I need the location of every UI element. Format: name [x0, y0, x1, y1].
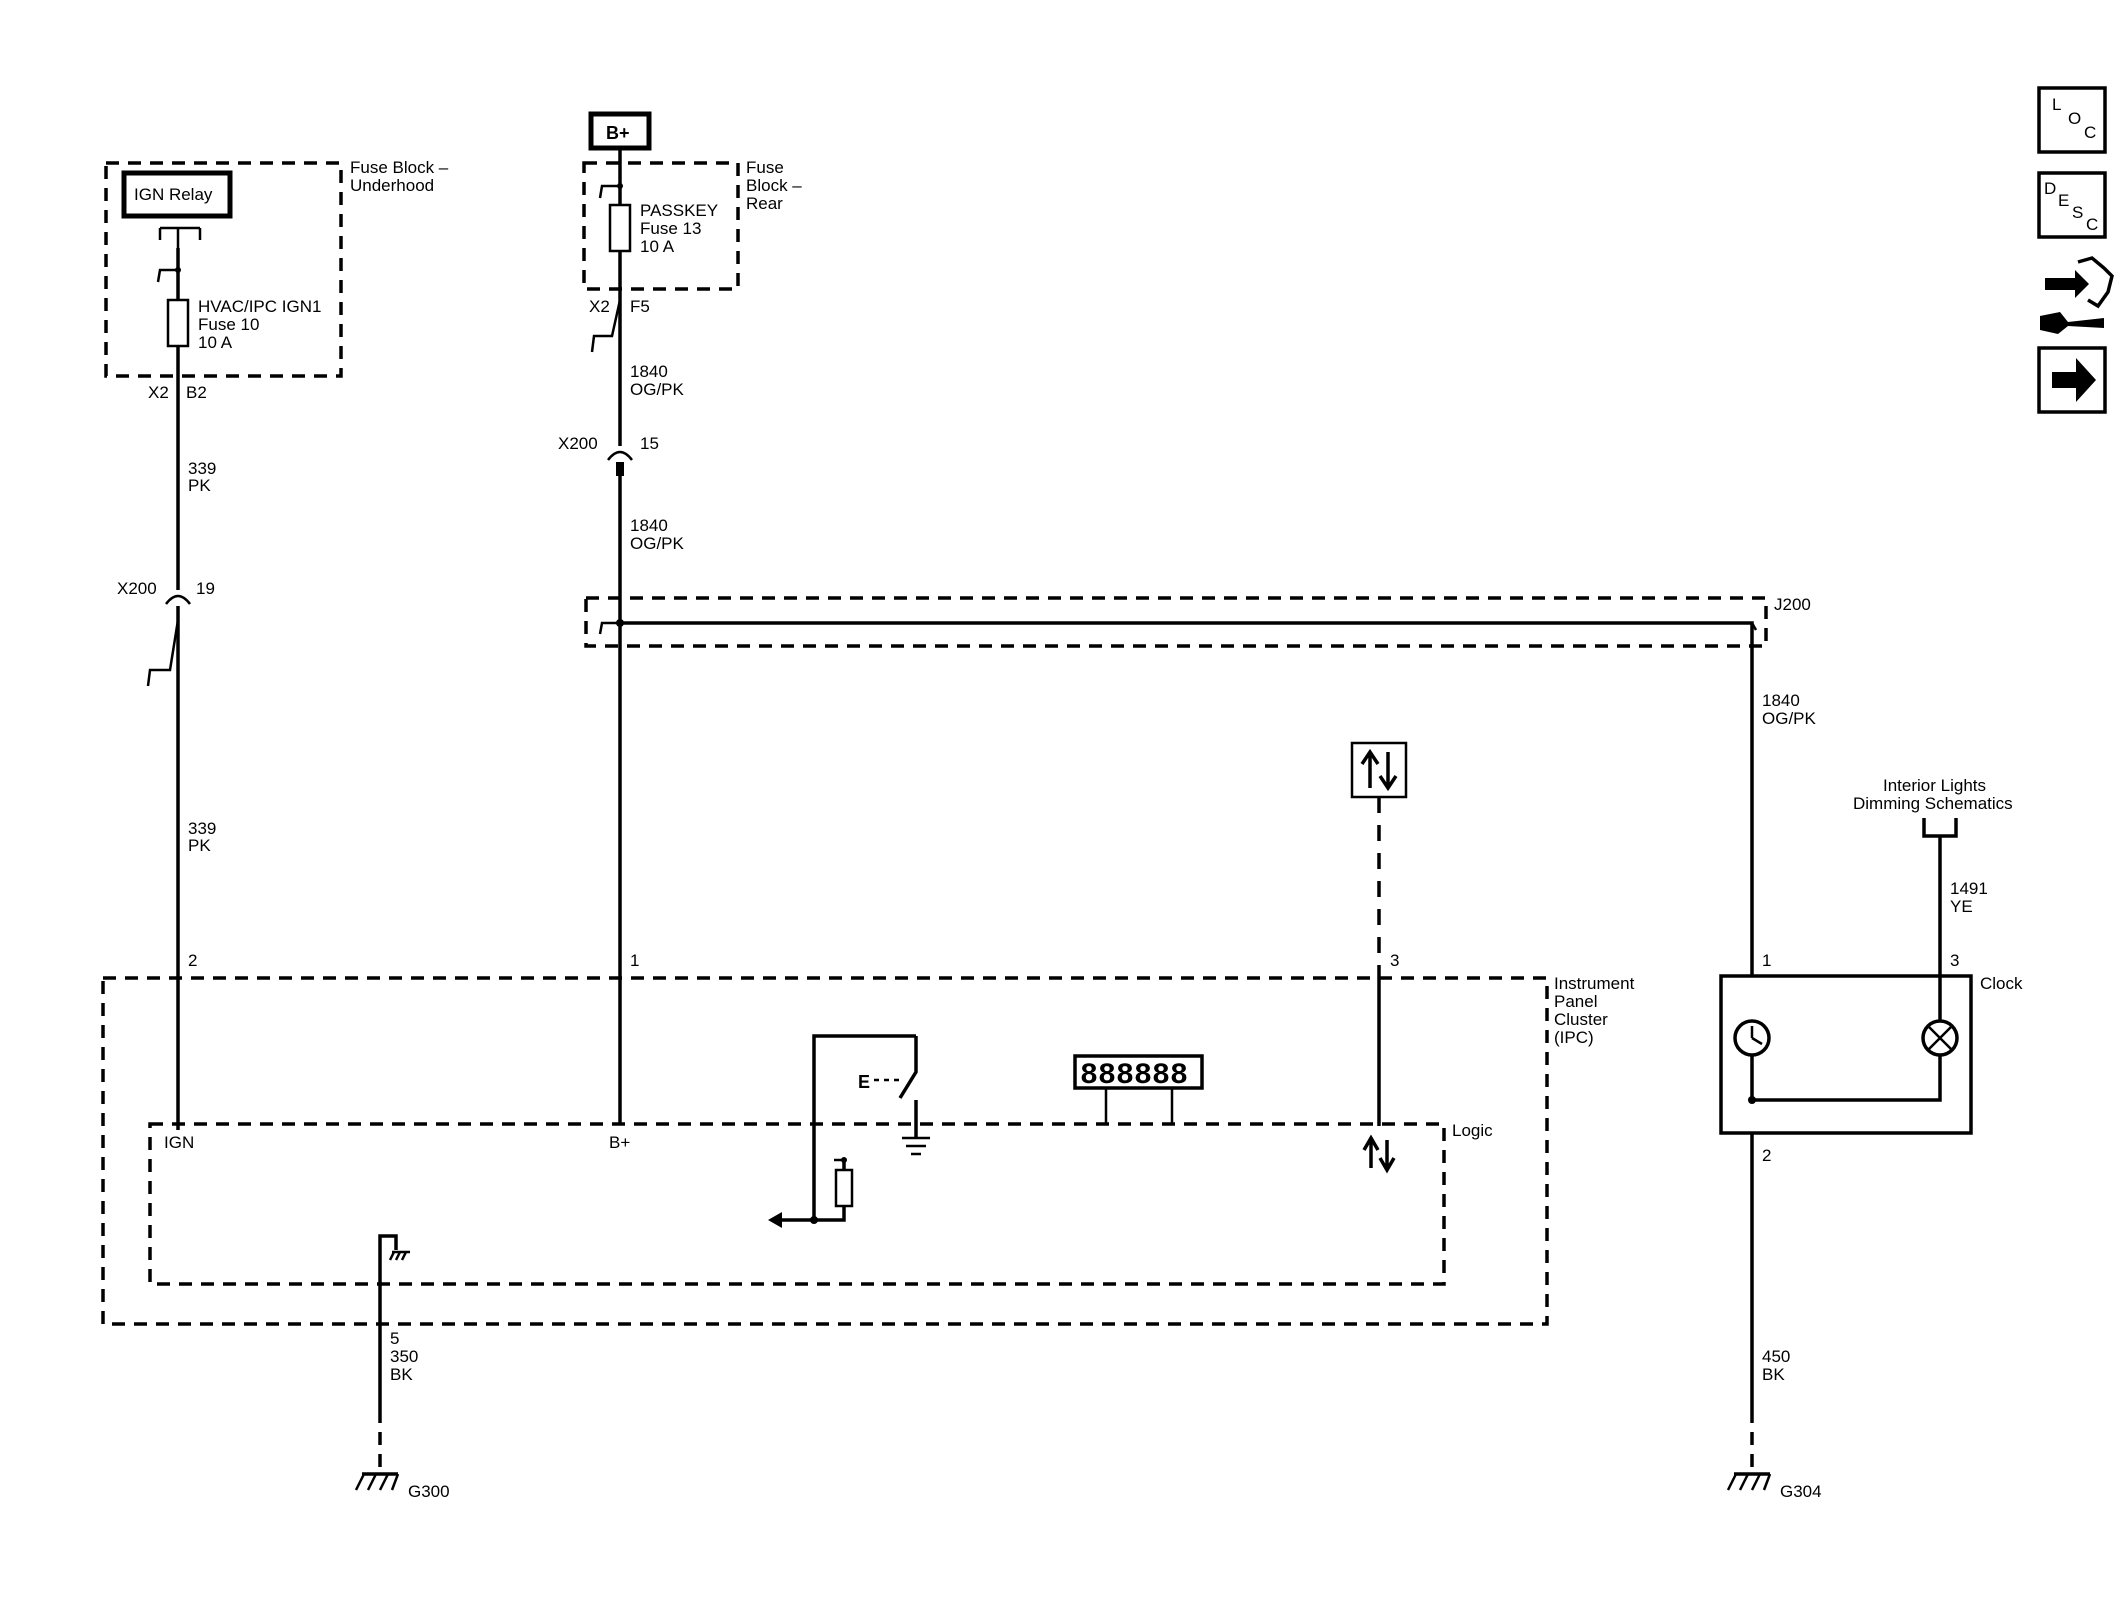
dimming-reference: Interior Lights Dimming Schematics 1491 …	[1853, 776, 2013, 1021]
svg-text:339: 339	[188, 459, 216, 478]
svg-text:3: 3	[1950, 951, 1959, 970]
svg-text:Instrument: Instrument	[1554, 974, 1635, 993]
svg-text:B+: B+	[606, 123, 630, 143]
svg-text:Dimming Schematics: Dimming Schematics	[1853, 794, 2013, 813]
ground-g304: G304	[1726, 1472, 1822, 1501]
svg-text:2: 2	[188, 951, 197, 970]
svg-text:Fuse 13: Fuse 13	[640, 219, 701, 238]
splice-j200: J200	[584, 595, 1811, 976]
svg-text:B+: B+	[609, 1133, 630, 1152]
svg-text:F5: F5	[630, 297, 650, 316]
fuse-block-rear: Fuse Block – Rear PASSKEY Fuse 13 10 A	[582, 158, 802, 291]
svg-text:Logic: Logic	[1452, 1121, 1493, 1140]
svg-text:1840: 1840	[630, 516, 668, 535]
svg-text:Underhood: Underhood	[350, 176, 434, 195]
svg-text:10 A: 10 A	[640, 237, 675, 256]
svg-text:888888: 888888	[1080, 1059, 1188, 1093]
svg-text:5: 5	[390, 1329, 399, 1348]
svg-text:Cluster: Cluster	[1554, 1010, 1608, 1029]
svg-text:2: 2	[1762, 1146, 1771, 1165]
connector-x200-19: X200 19	[117, 579, 215, 687]
svg-text:Rear: Rear	[746, 194, 783, 213]
svg-text:OG/PK: OG/PK	[630, 380, 685, 399]
desc-icon[interactable]: D E S C	[2037, 171, 2107, 239]
svg-text:G300: G300	[408, 1482, 450, 1501]
svg-text:IGN Relay: IGN Relay	[134, 185, 213, 204]
fuse-block-underhood: Fuse Block – Underhood IGN Relay HVAC/IP…	[104, 158, 449, 402]
data-link-icon	[1350, 741, 1408, 799]
svg-text:PK: PK	[188, 476, 211, 495]
svg-text:X2: X2	[148, 383, 169, 402]
fuse-hvac-ipc-ign1: HVAC/IPC IGN1 Fuse 10 10 A	[166, 297, 321, 352]
svg-text:19: 19	[196, 579, 215, 598]
svg-text:1: 1	[630, 951, 639, 970]
svg-text:PK: PK	[188, 836, 211, 855]
svg-text:339: 339	[188, 819, 216, 838]
clock-module: Clock 1 3 2	[1719, 951, 2023, 1165]
svg-text:S: S	[2072, 203, 2083, 222]
svg-text:E: E	[858, 1072, 870, 1092]
svg-text:BK: BK	[1762, 1365, 1785, 1384]
loc-icon[interactable]: L O C	[2037, 86, 2107, 154]
svg-text:1: 1	[1762, 951, 1771, 970]
svg-text:Fuse 10: Fuse 10	[198, 315, 259, 334]
svg-text:450: 450	[1762, 1347, 1790, 1366]
svg-text:X200: X200	[558, 434, 598, 453]
fuse-passkey: PASSKEY Fuse 13 10 A	[608, 201, 718, 256]
svg-text:(IPC): (IPC)	[1554, 1028, 1594, 1047]
svg-text:Fuse: Fuse	[746, 158, 784, 177]
svg-text:B2: B2	[186, 383, 207, 402]
svg-text:IGN: IGN	[164, 1133, 194, 1152]
next-arrow-icon[interactable]	[2037, 346, 2107, 414]
ipc-internal-ground	[378, 1234, 410, 1261]
svg-text:Panel: Panel	[1554, 992, 1597, 1011]
svg-text:BK: BK	[390, 1365, 413, 1384]
svg-text:C: C	[2086, 215, 2098, 234]
svg-text:G304: G304	[1780, 1482, 1822, 1501]
connector-x200-15: X200 15	[558, 434, 659, 476]
svg-text:O: O	[2068, 109, 2081, 128]
svg-text:PASSKEY: PASSKEY	[640, 201, 718, 220]
ipc-digital-display: 888888	[1073, 1054, 1204, 1124]
svg-text:D: D	[2044, 179, 2056, 198]
svg-text:J200: J200	[1774, 595, 1811, 614]
svg-text:Block –: Block –	[746, 176, 802, 195]
instrument-panel-cluster: Instrument Panel Cluster (IPC) 2 1 Logic…	[101, 951, 1635, 1326]
ground-g300: G300	[354, 1472, 450, 1501]
svg-text:YE: YE	[1950, 897, 1973, 916]
svg-text:E: E	[2058, 191, 2069, 210]
svg-text:X200: X200	[117, 579, 157, 598]
b-plus-source: B+	[588, 111, 652, 151]
svg-text:C: C	[2084, 123, 2096, 142]
connector-repair-icon[interactable]	[2040, 256, 2114, 334]
ipc-switch-symbol: E	[768, 1034, 930, 1228]
svg-text:1491: 1491	[1950, 879, 1988, 898]
svg-text:1840: 1840	[1762, 691, 1800, 710]
svg-text:Interior Lights: Interior Lights	[1883, 776, 1986, 795]
svg-text:X2: X2	[589, 297, 610, 316]
svg-text:10 A: 10 A	[198, 333, 233, 352]
svg-text:HVAC/IPC IGN1: HVAC/IPC IGN1	[198, 297, 321, 316]
svg-text:350: 350	[390, 1347, 418, 1366]
svg-text:L: L	[2052, 95, 2061, 114]
ipc-logic-module: Logic IGN B+	[148, 1121, 1493, 1286]
svg-text:Fuse Block –: Fuse Block –	[350, 158, 449, 177]
svg-text:1840: 1840	[630, 362, 668, 381]
svg-text:15: 15	[640, 434, 659, 453]
svg-text:OG/PK: OG/PK	[630, 534, 685, 553]
svg-text:OG/PK: OG/PK	[1762, 709, 1817, 728]
svg-text:Clock: Clock	[1980, 974, 2023, 993]
ign-relay: IGN Relay	[121, 170, 233, 248]
svg-text:3: 3	[1390, 951, 1399, 970]
